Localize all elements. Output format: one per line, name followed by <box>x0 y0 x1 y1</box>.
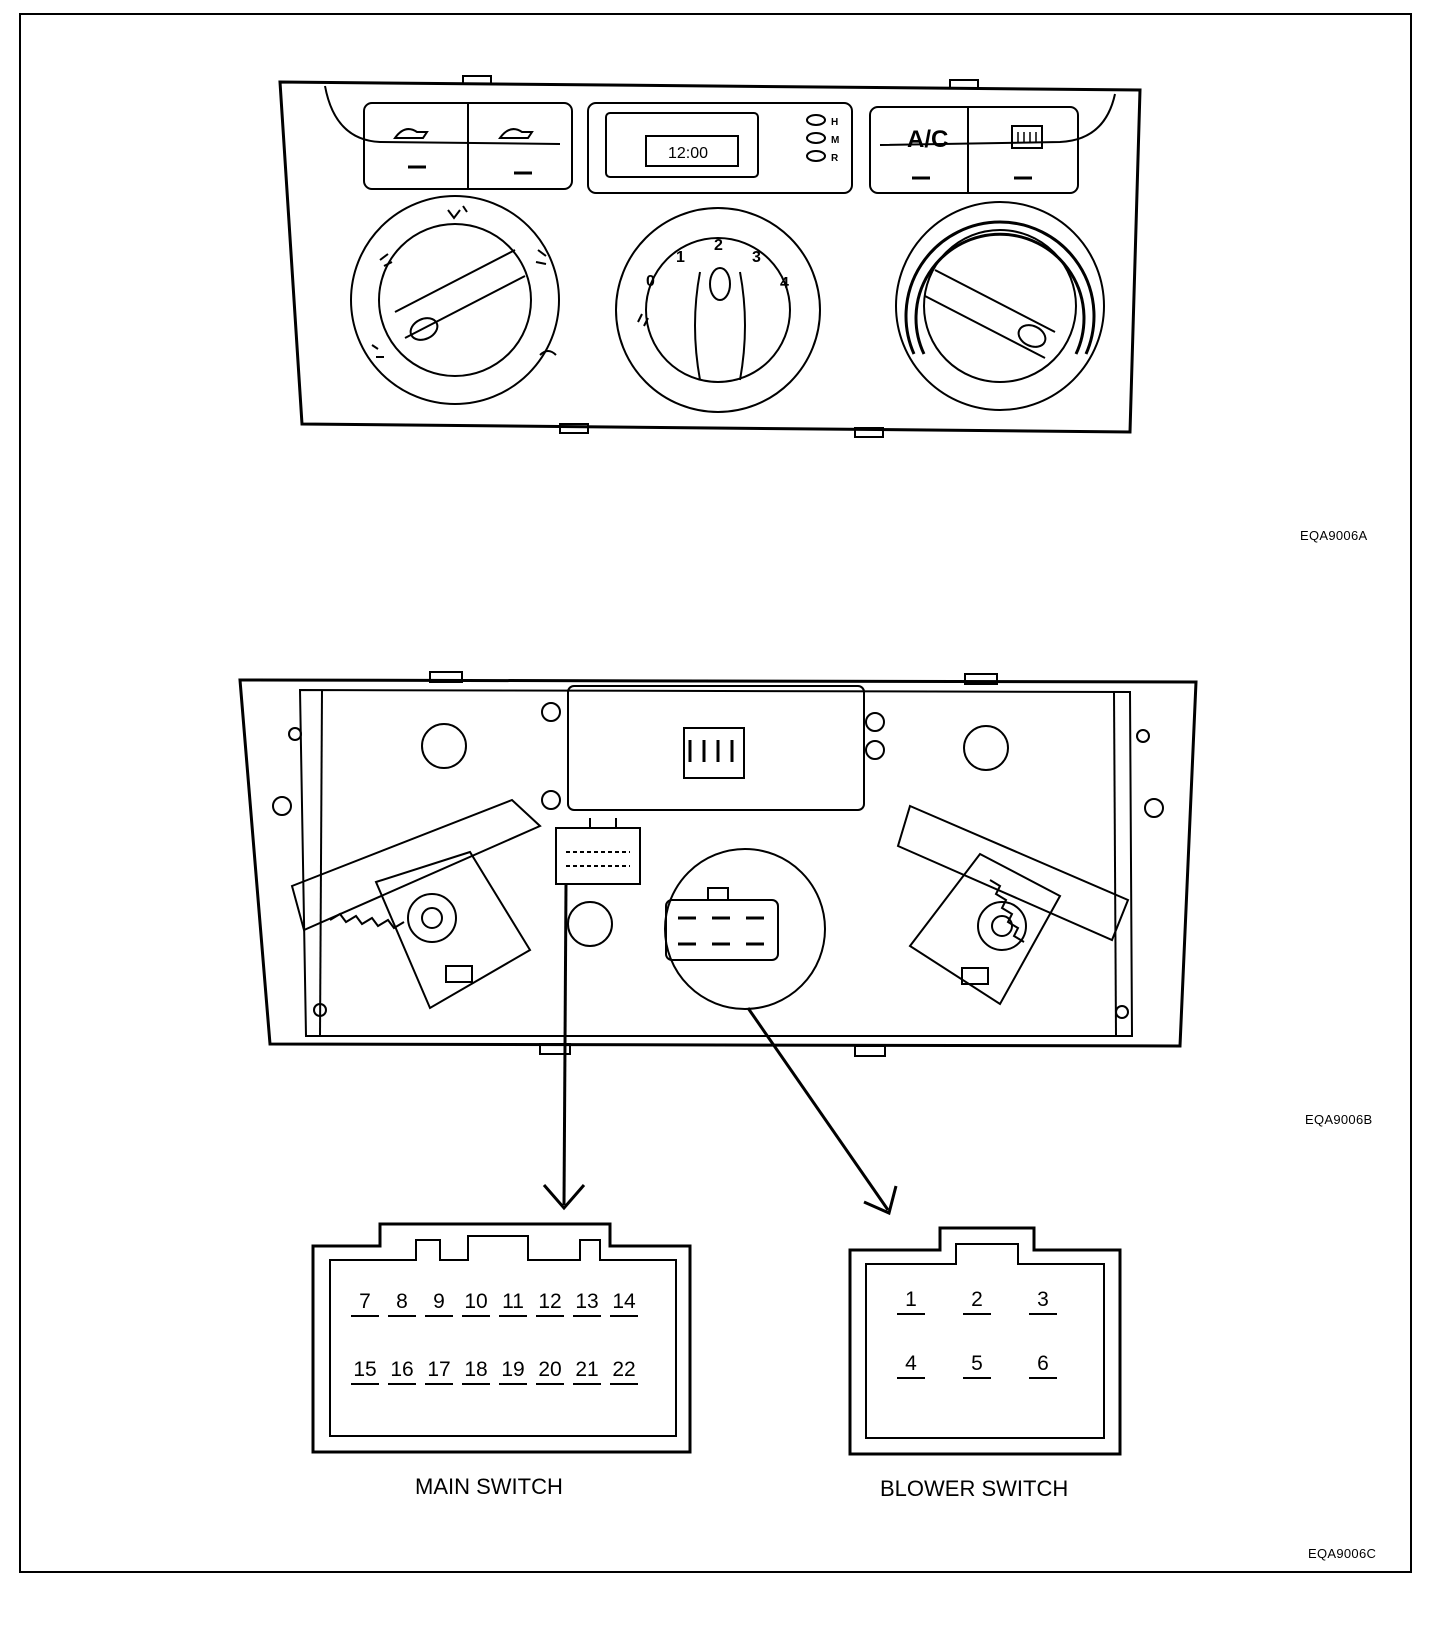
face-floor-icon <box>498 128 534 139</box>
main_switch-pin: 12 <box>533 1290 567 1317</box>
face-vent-icon <box>393 128 429 139</box>
floor-icon <box>535 249 547 265</box>
main_switch-pin: 16 <box>385 1358 419 1385</box>
fan-icon <box>637 313 649 327</box>
indicator-m: M <box>831 135 839 146</box>
clock-unit <box>587 102 853 194</box>
main-switch-connector-face <box>311 1222 692 1454</box>
main-switch-label: MAIN SWITCH <box>415 1474 563 1499</box>
main_switch-pin: 11 <box>496 1290 530 1317</box>
front-control-panel <box>278 75 1142 438</box>
blower_switch-pin: 6 <box>1026 1352 1060 1379</box>
clock-text: 12:00 <box>668 145 708 162</box>
main_switch-pin: 17 <box>422 1358 456 1385</box>
bilevel-icon <box>379 253 393 267</box>
mode-dial[interactable] <box>350 195 560 405</box>
floor-defrost-icon <box>371 344 384 358</box>
vent-icon <box>447 205 468 220</box>
figure-frame <box>19 13 1412 1573</box>
pointer-arrows <box>542 883 898 1216</box>
blower_switch-pin: 5 <box>960 1352 994 1379</box>
main_switch-pin: 14 <box>607 1290 641 1317</box>
front-figure-code: EQA9006A <box>1300 528 1368 543</box>
mode-buttons[interactable] <box>363 102 573 190</box>
blower-dial[interactable] <box>615 207 821 413</box>
blower_switch-pin: 2 <box>960 1288 994 1315</box>
blower-label-0: 0 <box>646 273 655 290</box>
main_switch-pin: 19 <box>496 1358 530 1385</box>
blower-switch-label: BLOWER SWITCH <box>880 1476 1069 1501</box>
blower-switch-connector-rear <box>664 848 826 1010</box>
rear-figure-code: EQA9006B <box>1305 1112 1373 1127</box>
blower-label-2: 2 <box>714 237 723 254</box>
right-actuator <box>896 804 1130 1006</box>
main_switch-pin: 22 <box>607 1358 641 1385</box>
blower-switch-connector-face <box>848 1226 1122 1456</box>
blower-label-1: 1 <box>676 249 685 266</box>
blower-label-3: 3 <box>752 249 761 266</box>
blower_switch-pin: 4 <box>894 1352 928 1379</box>
blower_switch-pin: 1 <box>894 1288 928 1315</box>
main_switch-pin: 21 <box>570 1358 604 1385</box>
indicator-h: H <box>831 117 838 128</box>
main_switch-pin: 20 <box>533 1358 567 1385</box>
main_switch-pin: 8 <box>385 1290 419 1317</box>
main_switch-pin: 10 <box>459 1290 493 1317</box>
main_switch-pin: 18 <box>459 1358 493 1385</box>
blower-label-4: 4 <box>780 275 789 292</box>
left-actuator <box>290 798 542 1010</box>
main_switch-pin: 9 <box>422 1290 456 1317</box>
blower_switch-pin: 3 <box>1026 1288 1060 1315</box>
main-switch-connector-rear <box>555 818 641 885</box>
rear-control-panel <box>238 671 1198 1057</box>
main_switch-pin: 7 <box>348 1290 382 1317</box>
temperature-dial[interactable] <box>895 201 1105 411</box>
ac-label: A/C <box>907 126 948 153</box>
main_switch-pin: 13 <box>570 1290 604 1317</box>
connector-figure-code: EQA9006C <box>1308 1546 1377 1561</box>
main_switch-pin: 15 <box>348 1358 382 1385</box>
clock-module-rear <box>567 685 865 811</box>
ac-defrost-buttons[interactable] <box>869 106 1079 194</box>
defrost-icon <box>539 350 557 356</box>
rear-defrost-icon <box>1011 125 1043 149</box>
indicator-r: R <box>831 153 839 164</box>
